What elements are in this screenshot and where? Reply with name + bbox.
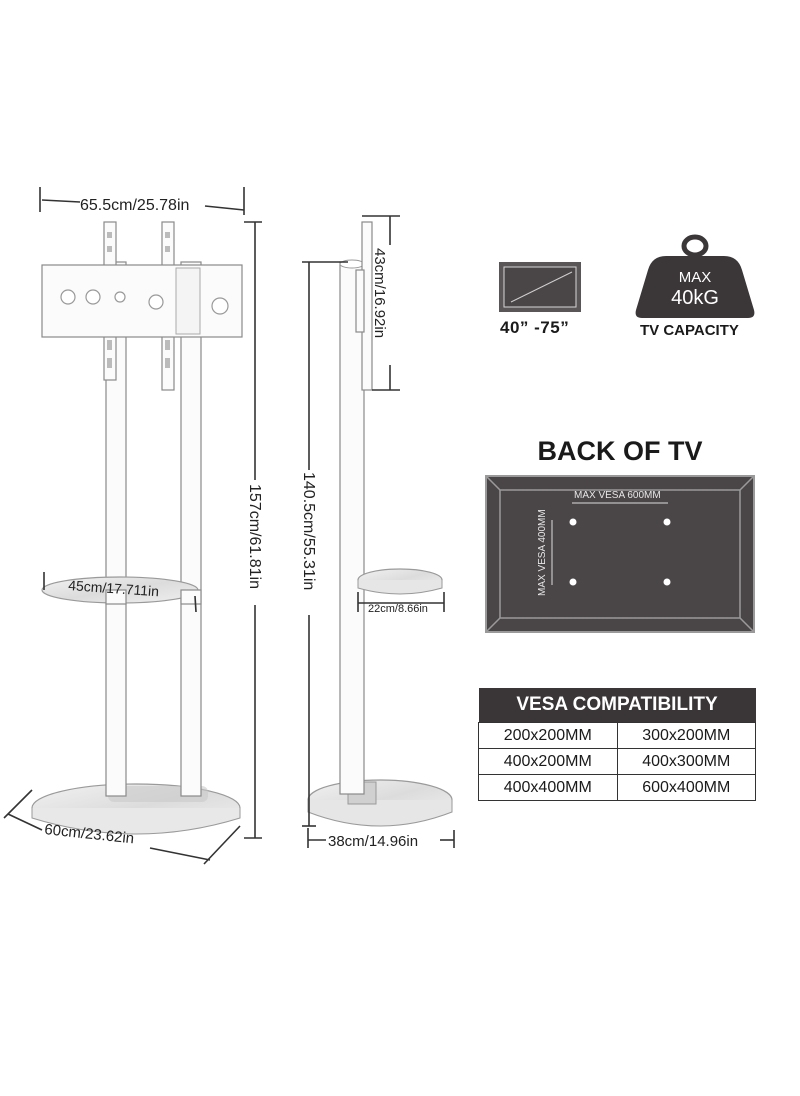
tv-size-label: 40” -75”: [500, 318, 570, 337]
vesa-cell: 400x300MM: [616, 748, 756, 775]
table-row: 200x200MM 300x200MM: [478, 722, 756, 749]
back-of-tv-title: BACK OF TV: [537, 436, 703, 466]
table-row: 400x200MM 400x300MM: [478, 748, 756, 775]
dim-mount-height-label: 43cm/16.92in: [371, 248, 388, 338]
tv-capacity-label: TV CAPACITY: [640, 322, 739, 339]
vesa-cell: 200x200MM: [478, 722, 618, 749]
capacity-weight-text: 40kG: [671, 287, 719, 309]
vesa-cell: 600x400MM: [616, 774, 756, 801]
back-of-tv-panel: MAX VESA 600MM MAX VESA 400MM: [485, 475, 755, 633]
max-vesa-vertical-label: MAX VESA 400MM: [537, 509, 548, 596]
side-pole: [339, 261, 365, 795]
side-view-stand: [307, 221, 453, 827]
front-pole-right: [180, 261, 202, 797]
tv-screen-icon: [499, 262, 581, 312]
dimension-lines: [3, 187, 455, 865]
vesa-cell: 400x400MM: [478, 774, 618, 801]
vesa-compatibility-table: VESA COMPATIBILITY 200x200MM 300x200MM 4…: [478, 688, 756, 801]
dim-width-label: 65.5cm/25.78in: [80, 197, 189, 214]
vesa-table-header: VESA COMPATIBILITY: [478, 688, 756, 723]
max-vesa-horizontal-label: MAX VESA 600MM: [574, 490, 661, 501]
front-mount-plate: [41, 264, 243, 338]
capacity-max-text: MAX: [679, 269, 712, 286]
front-view-stand: [31, 221, 243, 835]
dim-base-depth-label: 38cm/14.96in: [328, 833, 418, 850]
dim-shelf-depth-label: 22cm/8.66in: [368, 603, 428, 615]
table-row: 400x400MM 600x400MM: [478, 774, 756, 801]
weight-icon: MAX 40kG: [635, 234, 755, 318]
dim-shelf-width-label: 45cm/17.711in: [68, 577, 160, 599]
vesa-cell: 300x200MM: [616, 722, 756, 749]
vesa-cell: 400x200MM: [478, 748, 618, 775]
dim-total-height-label: 157cm/61.81in: [246, 484, 263, 589]
dim-pole-height-label: 140.5cm/55.31in: [300, 472, 317, 590]
